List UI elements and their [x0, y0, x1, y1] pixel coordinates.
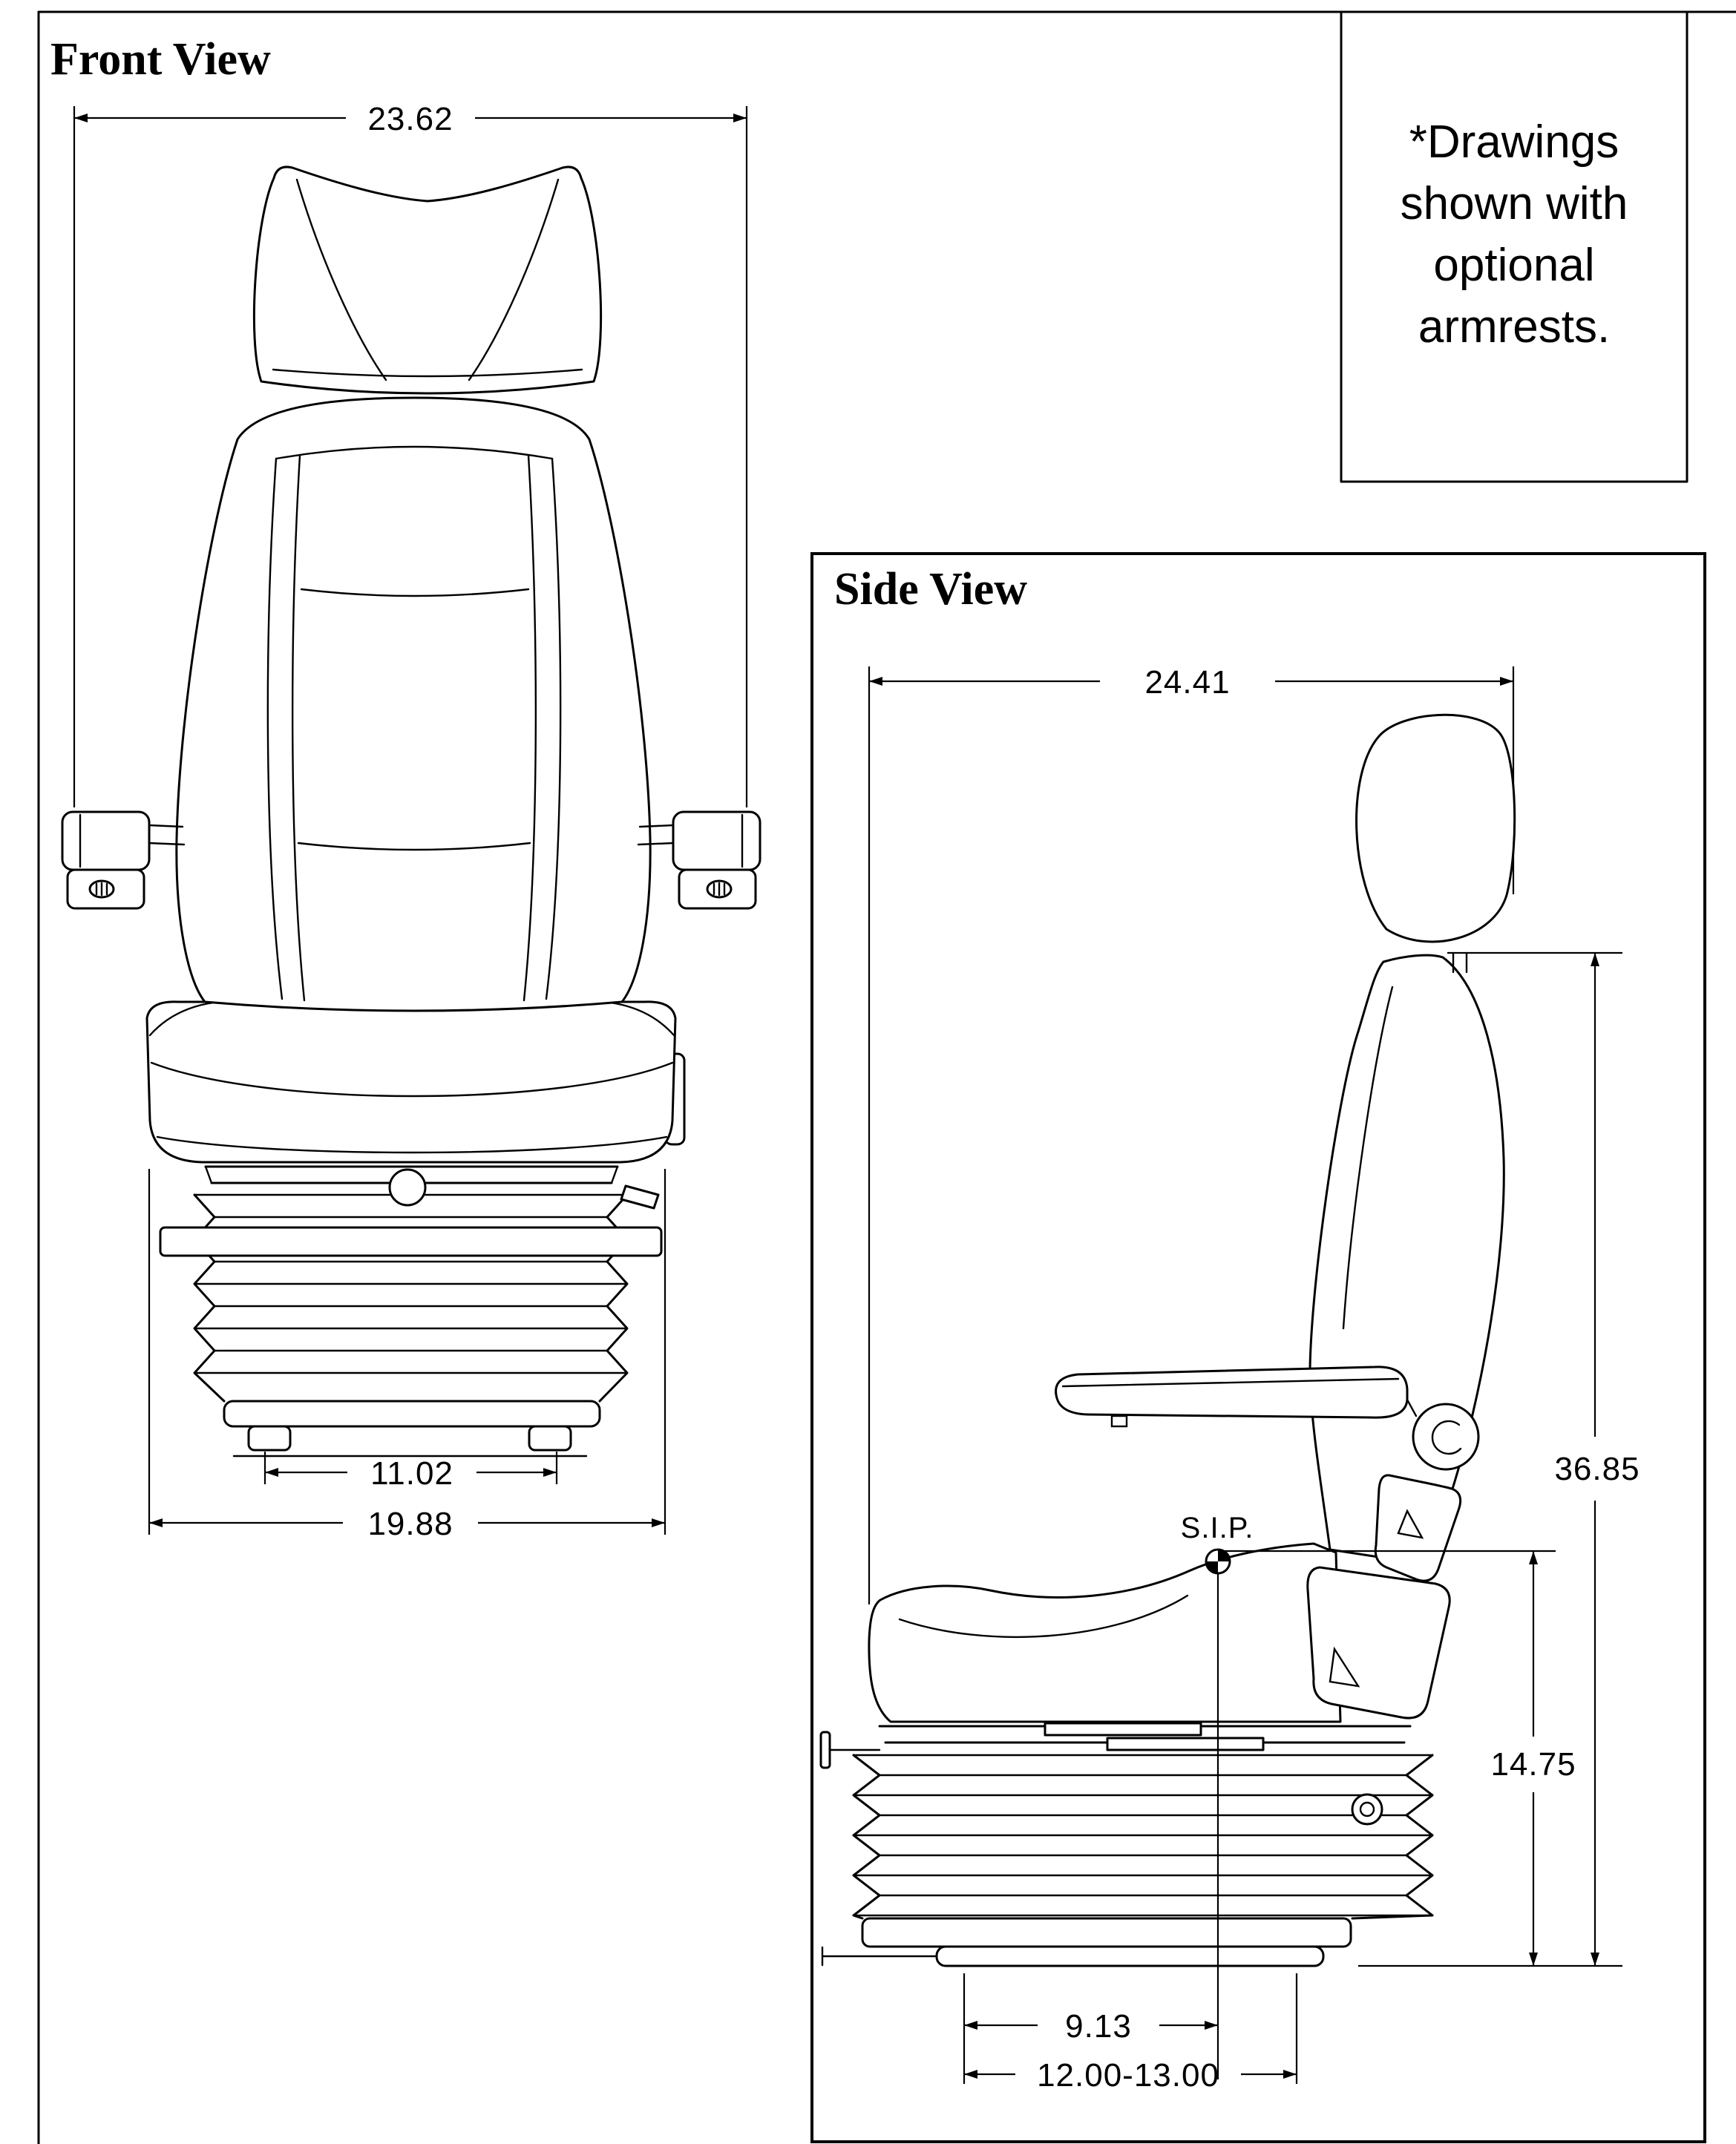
side-dim-sip-setback: 9.13 [963, 1973, 1218, 2084]
dim-label-sip-setback: 9.13 [1065, 2008, 1132, 2045]
side-dim-overall-depth: 24.41 [868, 664, 1515, 1604]
backrest-seam [523, 454, 537, 1002]
sip-target-quadrant [1218, 1550, 1230, 1561]
bellows-knob [1351, 1793, 1383, 1826]
recline-bracket-cutout [1329, 1646, 1360, 1688]
side-dim-sip-height: 14.75 [1221, 1550, 1576, 1966]
front-slide-rail [159, 1226, 663, 1257]
cushion-seam [898, 1594, 1189, 1639]
note-line: shown with [1401, 178, 1628, 229]
dim-label-base-inner: 11.02 [370, 1455, 453, 1492]
fore-aft-slider [1106, 1737, 1265, 1751]
plate-edge [610, 1165, 619, 1184]
armrest-pivot-link [1406, 1398, 1418, 1417]
side-backrest-outline [1308, 954, 1505, 1566]
bellows-silhouette [598, 1193, 629, 1403]
dim-label-mount-range: 12.00-13.00 [1037, 2057, 1219, 2094]
side-suspension-plate [819, 1722, 1412, 1769]
side-headrest-outline [1355, 713, 1516, 943]
dim-label-overall-width: 23.62 [367, 101, 453, 137]
note-line: optional [1433, 240, 1594, 291]
plate-edge [204, 1165, 213, 1184]
armrest-mount-line [637, 842, 675, 846]
front-side-handle [620, 1184, 660, 1210]
side-dim-mount-range: 12.00-13.00 [964, 1973, 1298, 2094]
base-foot [247, 1425, 292, 1452]
note-line: armrests. [1418, 301, 1610, 353]
side-view-title: Side View [834, 564, 1027, 614]
fore-aft-slider [1044, 1722, 1202, 1737]
front-view-title: Front View [50, 34, 271, 85]
armrest-mount-bracket [1374, 1474, 1462, 1582]
armrest-knob [1412, 1403, 1480, 1471]
front-dim-overall-width: 23.62 [73, 101, 748, 807]
backrest-seam [291, 454, 306, 1002]
front-headrest [252, 165, 603, 395]
note-box-border [1340, 10, 1688, 483]
armrest-pad [1055, 1366, 1409, 1419]
slide-lever [819, 1731, 831, 1769]
bellows-knob-center [1359, 1801, 1375, 1817]
cushion-contour-seam [150, 1061, 674, 1098]
recline-bracket [1306, 1566, 1451, 1720]
front-backrest [175, 396, 652, 1012]
armrest-knob-spiral [1431, 1420, 1462, 1455]
front-dim-base-inner: 11.02 [263, 1452, 558, 1492]
armrest-mount-line [148, 824, 184, 828]
dim-label-sip-height: 14.75 [1490, 1746, 1576, 1783]
armrest-pad-clip [1110, 1414, 1128, 1428]
cushion-contour-seam [156, 1135, 668, 1154]
dim-label-base-outer: 19.88 [367, 1506, 453, 1542]
front-left-armrest [61, 810, 186, 910]
side-seat-cushion [868, 1542, 1342, 1723]
dim-label-overall-depth: 24.41 [1144, 664, 1230, 701]
headrest-outline [252, 165, 603, 395]
headrest-bottom-seam [272, 368, 583, 378]
backrest-outline [175, 396, 652, 1012]
side-armrest [1055, 1366, 1480, 1471]
front-view: Front View 23.62 [50, 34, 761, 1542]
base-plate [861, 1917, 1352, 1948]
armrest-mount-line [148, 842, 186, 846]
armrest-pad [672, 810, 761, 871]
side-dim-overall-height: 36.85 [1358, 951, 1640, 1967]
note-line: *Drawings [1409, 117, 1619, 168]
headrest-seam [295, 178, 387, 381]
bellows-silhouette [852, 1754, 881, 1920]
side-suspension-bellows [852, 1754, 1434, 1920]
side-view-border [810, 552, 1706, 2143]
backrest-panel-seam [297, 842, 531, 851]
backrest-panel-seam [300, 588, 530, 597]
headrest-seam [468, 178, 560, 381]
bellows-silhouette [193, 1193, 226, 1403]
front-center-knob [388, 1168, 427, 1207]
front-seat-cushion [145, 1000, 677, 1164]
backrest-seam [545, 457, 562, 1000]
side-backrest-seam [1342, 986, 1394, 1330]
armrest-bracket-cutout [1397, 1509, 1424, 1539]
armrest-mount-line [638, 824, 675, 828]
base-plate [223, 1400, 601, 1428]
sip-label: S.I.P. [1181, 1512, 1254, 1544]
side-base [821, 1917, 1352, 1967]
front-dim-base-outer: 19.88 [148, 1169, 666, 1542]
armrest-pad [61, 810, 151, 871]
cushion-outline [868, 1542, 1342, 1723]
sip-marker: S.I.P. [1181, 1512, 1254, 2079]
backrest-seam [266, 457, 284, 1000]
base-foot [528, 1425, 572, 1452]
front-right-armrest [637, 810, 761, 910]
base-flange [935, 1945, 1325, 1967]
note-box: *Drawings shown with optional armrests. [1340, 10, 1688, 483]
backrest-top-seam [275, 445, 554, 460]
armrest-pad-seam [1061, 1377, 1400, 1388]
sip-target-quadrant [1206, 1561, 1218, 1573]
side-view: Side View 24.41 [810, 552, 1706, 2143]
front-suspension-bellows [193, 1193, 629, 1403]
cushion-outline [145, 1000, 677, 1164]
bellows-silhouette [1351, 1754, 1434, 1920]
front-base [223, 1400, 601, 1458]
dim-label-overall-height: 36.85 [1554, 1451, 1640, 1487]
